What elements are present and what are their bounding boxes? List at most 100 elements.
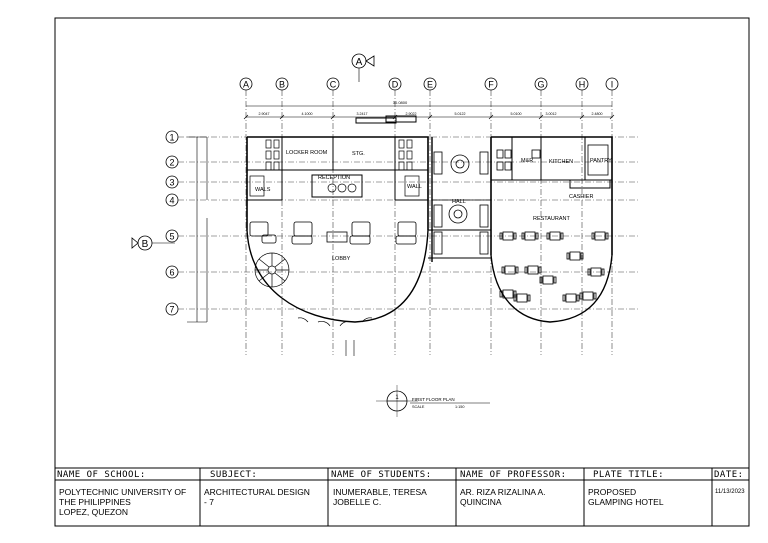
- drawing-scale-value: 1:150: [455, 405, 465, 409]
- restaurant-table-9: [566, 251, 584, 261]
- grid-row-label-1: 1: [169, 133, 174, 143]
- school-line-2: THE PHILIPPINES: [59, 497, 131, 507]
- room-hall: HALL: [452, 199, 466, 205]
- title-block-students-value: INUMERABLE, TERESA JOBELLE C.: [333, 487, 427, 507]
- room-restaurant: RESTAURANT: [533, 216, 571, 222]
- restaurant-table-8: [539, 275, 557, 285]
- grid-row-label-6: 6: [169, 268, 174, 278]
- spiral-stair: [254, 252, 290, 288]
- grid-column-label-H: H: [579, 80, 586, 90]
- students-line-2: JOBELLE C.: [333, 497, 382, 507]
- grid-row-bubble-5: 5: [165, 229, 179, 243]
- grid-row-label-7: 7: [169, 305, 174, 315]
- grid-row-bubbles: 1 2 3 4 5 6 7: [165, 130, 179, 316]
- grid-row-label-4: 4: [169, 196, 174, 206]
- grid-row-label-2: 2: [169, 158, 174, 168]
- section-marker-top: A: [351, 53, 375, 82]
- title-block-plate-value: PROPOSED GLAMPING HOTEL: [588, 487, 664, 507]
- dimension-segment-5: 5.0122: [455, 112, 466, 116]
- grid-row-label-5: 5: [169, 232, 174, 242]
- plate-line-2: GLAMPING HOTEL: [588, 497, 664, 507]
- section-marker-top-label: A: [356, 57, 363, 68]
- grid-column-label-D: D: [392, 80, 399, 90]
- grid-row-label-3: 3: [169, 178, 174, 188]
- school-line-1: POLYTECHNIC UNIVERSITY OF: [59, 487, 187, 497]
- restaurant-table-11: [513, 293, 531, 303]
- grid-row-bubble-3: 3: [165, 175, 179, 189]
- grid-row-bubble-2: 2: [165, 155, 179, 169]
- grid-column-bubble-D: D: [388, 77, 402, 91]
- plate-line-1: PROPOSED: [588, 487, 637, 497]
- drawing-title-marker: 1 FIRST FLOOR PLAN SCALE 1:150: [376, 385, 490, 417]
- title-block-school-value: POLYTECHNIC UNIVERSITY OF THE PHILIPPINE…: [59, 487, 186, 517]
- grid-column-bubble-B: B: [275, 77, 289, 91]
- room-lobby: LOBBY: [332, 256, 351, 262]
- grid-column-label-C: C: [330, 80, 337, 90]
- dimension-lines: [187, 105, 612, 323]
- school-line-3: LOPEZ, QUEZON: [59, 507, 128, 517]
- restaurant-table-10: [587, 267, 605, 277]
- drawing-title: FIRST FLOOR PLAN: [412, 397, 455, 402]
- building-walls: [246, 115, 613, 323]
- room-kitchen: KITCHEN: [549, 159, 573, 165]
- room-storage: STG.: [352, 151, 365, 157]
- grid-column-bubble-A: A: [239, 77, 253, 91]
- grid-row-bubble-7: 7: [165, 302, 179, 316]
- grid-column-label-B: B: [279, 80, 285, 90]
- professor-line-1: AR. RIZA RIZALINA A.: [460, 487, 546, 497]
- grid-row-bubble-1: 1: [165, 130, 179, 144]
- grid-column-bubble-F: F: [484, 77, 498, 91]
- drawing-scale-label: SCALE: [412, 405, 425, 409]
- restaurant-table-5: [501, 265, 519, 275]
- grid-column-bubbles: A B C D E F G H I: [239, 77, 619, 91]
- grid-column-label-G: G: [537, 80, 544, 90]
- grid-column-bubble-H: H: [575, 77, 589, 91]
- room-pantry: PANTRY: [590, 158, 612, 164]
- grid-column-label-A: A: [243, 80, 249, 90]
- dimension-segment-4: 2.9022: [406, 112, 417, 116]
- section-marker-left-label: B: [142, 239, 149, 250]
- restaurant-table-2: [521, 231, 539, 241]
- drawing-number: 1: [395, 395, 399, 401]
- grid-row-bubble-6: 6: [165, 265, 179, 279]
- grid-column-bubble-E: E: [423, 77, 437, 91]
- grid-row-bubble-4: 4: [165, 193, 179, 207]
- room-labels: LOCKER ROOM STG. RECEPTION WALS WALL LOB…: [255, 150, 612, 262]
- grid-column-bubble-G: G: [534, 77, 548, 91]
- restaurant-tables: [499, 231, 609, 303]
- title-block-professor-header: NAME OF PROFESSOR:: [460, 470, 567, 480]
- title-block-frame: [55, 467, 749, 526]
- title-block-plate-header: PLATE TITLE:: [593, 470, 665, 480]
- title-block-date-value: 11/13/2023: [715, 489, 745, 495]
- grid-column-label-I: I: [611, 80, 614, 90]
- title-block-subject-header: SUBJECT:: [210, 470, 258, 480]
- dimension-segment-7: 3.0012: [546, 112, 557, 116]
- subject-line-2: - 7: [204, 497, 214, 507]
- room-reception: RECEPTION: [318, 175, 350, 181]
- students-line-1: INUMERABLE, TERESA: [333, 487, 427, 497]
- restaurant-table-1: [499, 231, 517, 241]
- dimension-segment-3: 3.2417: [357, 112, 368, 116]
- professor-line-2: QUINCINA: [460, 497, 502, 507]
- restaurant-table-4: [591, 231, 609, 241]
- grid-column-label-F: F: [488, 80, 494, 90]
- room-wall-right: WALL: [407, 184, 422, 190]
- restaurant-table-3: [546, 231, 564, 241]
- dimension-segment-1: 2.9047: [259, 112, 270, 116]
- restaurant-table-13: [579, 291, 597, 301]
- room-wall-left: WALS: [255, 187, 271, 193]
- subject-line-1: ARCHITECTURAL DESIGN: [204, 487, 310, 497]
- title-block-date-header: DATE:: [714, 470, 744, 480]
- sheet-border: [54, 17, 750, 527]
- dimension-segment-2: 4.1000: [302, 112, 313, 116]
- restaurant-table-7: [499, 289, 517, 299]
- dimension-segment-8: 2.4800: [592, 112, 603, 116]
- dimension-segments: 2.9047 4.1000 3.2417 2.9022 5.0122 5.0100 3.00…: [243, 112, 615, 120]
- fixtures-left: [249, 139, 420, 197]
- dimension-segment-6: 5.0100: [511, 112, 522, 116]
- title-block-students-header: NAME OF STUDENTS:: [331, 470, 432, 480]
- grid-column-label-E: E: [427, 80, 433, 90]
- title-block-subject-value: ARCHITECTURAL DESIGN - 7: [204, 487, 310, 507]
- doors: [297, 317, 373, 356]
